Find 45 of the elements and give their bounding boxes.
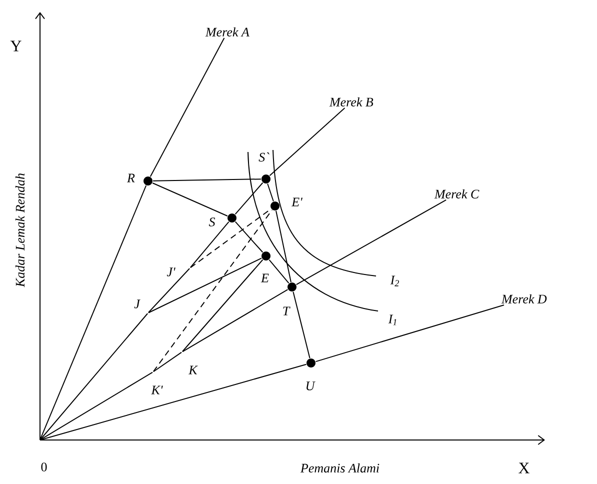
point-label: 0: [41, 462, 47, 472]
line: [148, 258, 262, 314]
point-label: E: [260, 274, 269, 282]
curve-label: I$_{2}$: [390, 276, 399, 286]
curve-label: I$_{1}$: [388, 314, 396, 326]
axis-title: Kadar Lemak Rendah: [15, 173, 25, 288]
line: [152, 182, 228, 216]
point-label: S: [208, 218, 216, 226]
line: [153, 352, 182, 372]
line: [148, 268, 190, 313]
axis-letter: Y: [10, 40, 22, 52]
ray-label: Merek A: [205, 27, 250, 36]
point-label: S`: [258, 152, 270, 162]
line: [40, 313, 148, 440]
line: [268, 259, 290, 284]
ray-label: Merek D: [501, 294, 547, 304]
line: [296, 200, 447, 286]
line: [40, 372, 153, 440]
line: [150, 38, 225, 178]
line: [267, 183, 274, 202]
line: [152, 178, 262, 182]
point-label: R: [126, 174, 135, 182]
point-label: T: [283, 306, 290, 316]
point-label: K: [188, 366, 198, 374]
point-label: E': [291, 198, 303, 206]
line: [152, 210, 273, 372]
line: [276, 210, 292, 283]
line: [40, 364, 307, 440]
axis-title: Pemanis Alami: [300, 463, 380, 473]
point-label: J: [134, 300, 140, 308]
line: [234, 182, 264, 215]
line: [182, 259, 264, 352]
ray-label: Merek C: [434, 189, 480, 198]
line: [292, 291, 310, 359]
point-label: J': [166, 268, 176, 276]
point-label: K': [151, 386, 163, 394]
line: [190, 221, 230, 268]
line: [234, 221, 264, 253]
point-label: U: [306, 382, 316, 390]
line: [315, 304, 504, 362]
line: [40, 185, 147, 440]
line: [269, 108, 346, 176]
ray-label: Merek B: [329, 97, 374, 106]
line: [182, 289, 288, 352]
axis-letter: X: [518, 462, 530, 474]
